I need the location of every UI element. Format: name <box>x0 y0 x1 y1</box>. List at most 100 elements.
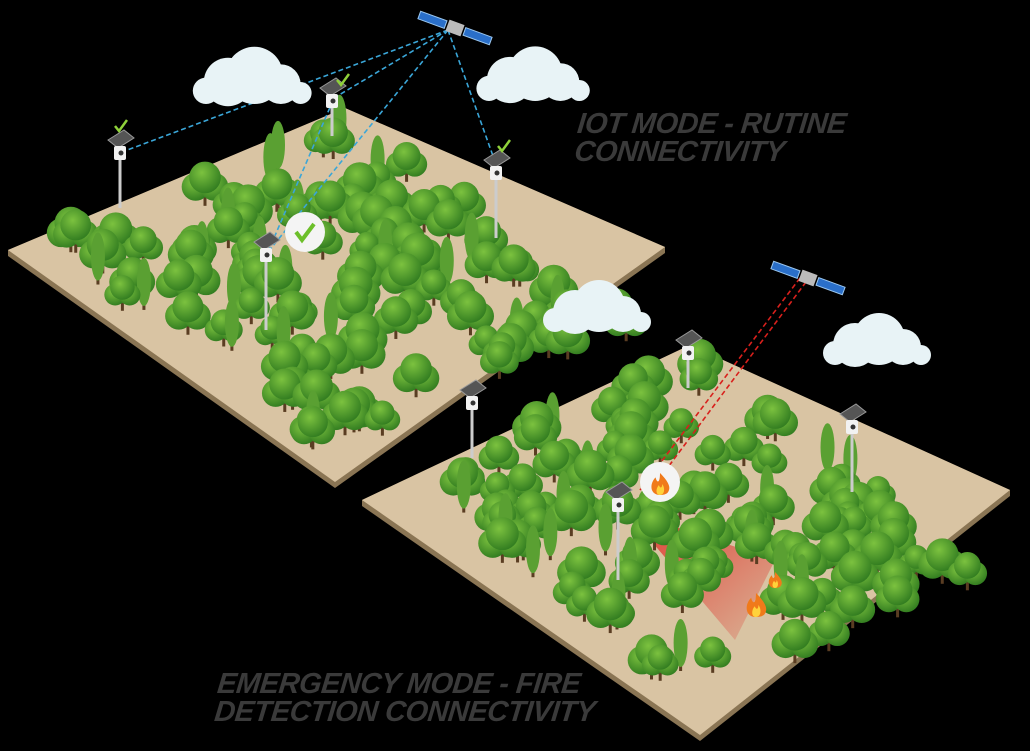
tree-crown <box>554 489 589 524</box>
tree-trunk <box>658 455 662 466</box>
tree <box>947 552 988 591</box>
tree-crown <box>433 199 464 230</box>
tree-crown <box>837 585 868 616</box>
fire-icon <box>746 593 767 617</box>
tree <box>566 449 615 496</box>
tree-crown <box>268 340 301 373</box>
tree-trunk <box>203 195 207 206</box>
tree <box>641 644 679 681</box>
tree-crown <box>300 369 333 403</box>
tree-crown <box>838 550 872 584</box>
tree <box>752 398 799 442</box>
solar-panel <box>253 231 281 251</box>
tree-crown <box>593 587 627 621</box>
solar-panel <box>459 379 487 399</box>
status-bubble <box>285 212 325 252</box>
tree-trunk <box>343 425 347 436</box>
tree <box>165 291 211 335</box>
tree-crown <box>314 180 346 212</box>
tree-trunk <box>468 325 472 336</box>
cypress-crown <box>525 525 540 574</box>
tree-crown <box>339 284 369 314</box>
satellite-link <box>333 29 449 99</box>
tree-crown <box>238 287 264 313</box>
tree-crown <box>678 517 713 551</box>
solar-panel <box>462 27 493 46</box>
checkmark-icon <box>294 222 316 244</box>
sensor-station-icon <box>253 231 281 330</box>
tree <box>385 142 428 182</box>
tree-crown <box>400 353 432 385</box>
tree <box>673 618 688 671</box>
tree-crown <box>329 390 361 423</box>
tree-trunk <box>711 662 715 673</box>
tree <box>392 353 440 398</box>
sensor-station-icon <box>675 329 703 388</box>
sensor-station-icon <box>839 403 867 492</box>
sensor-pole <box>264 250 268 330</box>
tree-crown <box>573 449 607 483</box>
sensor-pole <box>616 500 620 580</box>
tree-trunk <box>781 609 785 620</box>
tree-crown <box>485 435 513 464</box>
cloud-puff <box>543 308 567 332</box>
tree <box>104 275 141 311</box>
tree-crown <box>785 576 819 611</box>
emergency-forest-platform <box>362 339 1010 741</box>
tree-trunk <box>500 552 504 563</box>
tree-trunk <box>965 580 969 591</box>
tree <box>478 517 527 563</box>
tree <box>253 257 302 303</box>
satellite-body <box>445 19 465 37</box>
solar-panel <box>483 149 511 169</box>
tree-crown <box>741 522 772 552</box>
tree-trunk <box>680 603 684 614</box>
fire-icon <box>651 473 670 495</box>
tree-trunk <box>512 276 516 287</box>
tree <box>830 550 880 597</box>
tree-trunk <box>446 231 450 242</box>
tree-trunk <box>222 336 226 347</box>
sensor-station-icon <box>459 379 487 458</box>
tree-crown <box>213 206 243 237</box>
tree-crown <box>380 296 412 327</box>
tree-crown <box>730 426 758 455</box>
cypress-crown <box>673 618 688 667</box>
sensor-lens <box>330 98 336 104</box>
tree <box>525 525 540 578</box>
emergency-mode-caption: EMERGENCY MODE - FIRE DETECTION CONNECTI… <box>213 668 599 728</box>
tree-crown <box>925 538 959 572</box>
tree-crown <box>269 368 301 400</box>
tree-trunk <box>270 340 274 351</box>
tree-crown <box>860 531 895 566</box>
tree-crown <box>809 500 842 533</box>
tree-trunk <box>658 670 662 681</box>
cloud-puff <box>631 312 651 332</box>
sensor-lens <box>616 502 622 508</box>
iot-mode-caption: IOT MODE - RUTINE CONNECTIVITY <box>573 108 848 168</box>
tree-crown <box>648 430 673 455</box>
tree <box>491 244 536 287</box>
cloud-puff <box>192 77 220 104</box>
cloud-puff <box>289 82 312 104</box>
sensor-pole <box>118 148 122 208</box>
tree <box>90 232 105 285</box>
cypress-crown <box>224 298 239 347</box>
tree-trunk <box>321 249 325 260</box>
tree-crown <box>689 471 721 502</box>
tree-crown <box>297 406 328 438</box>
tree-trunk <box>328 214 332 225</box>
sensor-pole <box>330 96 334 136</box>
tree-trunk <box>226 238 230 249</box>
checkmark-icon <box>114 119 129 134</box>
tree-crown <box>520 414 551 444</box>
sensor-pole <box>686 348 690 388</box>
satellite-link <box>121 29 449 153</box>
tree <box>694 434 731 471</box>
cloud-puff <box>476 75 502 101</box>
cloud-puff <box>823 341 847 365</box>
tree-trunk <box>679 433 683 444</box>
tree-trunk <box>414 387 418 398</box>
tree-crown <box>779 618 811 651</box>
tree-crown <box>882 575 913 606</box>
